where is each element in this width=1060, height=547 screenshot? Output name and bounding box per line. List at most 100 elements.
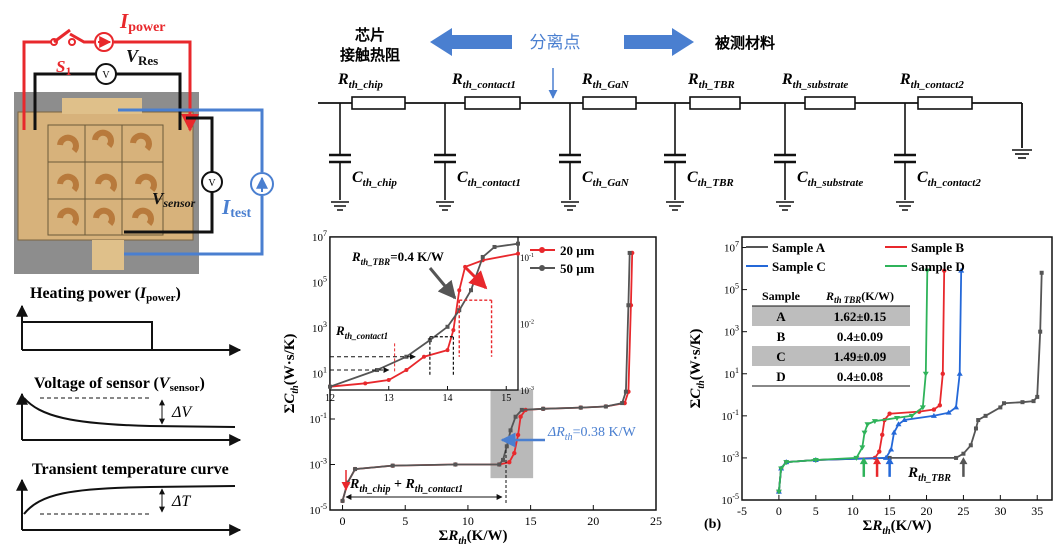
data-point (623, 389, 628, 394)
delta-r-label: ΔRth=0.38 K/W (547, 425, 636, 443)
data-point (922, 371, 929, 377)
circuit-wires (22, 32, 264, 256)
legend-label-1: Sample B (911, 240, 964, 255)
y-tick-label: 10-5 (309, 502, 327, 517)
delta-t-label: ΔT (171, 493, 191, 510)
inset-point (469, 288, 473, 293)
data-point (515, 432, 521, 438)
x-tick-label: 10 (847, 504, 859, 518)
x-tick-label: 20 (921, 504, 933, 518)
y-tick-label: 101 (312, 366, 327, 381)
y-tick-label: 103 (312, 320, 327, 335)
x-tick-label: 0 (776, 504, 782, 518)
data-point (894, 415, 900, 421)
inset-arrow-red (464, 266, 488, 290)
resistor-1 (464, 96, 521, 110)
data-point (956, 370, 963, 376)
inset-point (375, 368, 379, 373)
x-tick-label: 5 (813, 504, 819, 518)
data-point (1002, 401, 1007, 406)
data-point (908, 413, 915, 419)
data-point (620, 401, 625, 406)
capacitor-label-4: Cth_substrate (797, 169, 863, 189)
data-point (1020, 400, 1025, 405)
data-point (507, 460, 512, 465)
chip-photo (14, 92, 199, 274)
data-point (340, 498, 345, 503)
data-point (976, 418, 981, 423)
inset-arrow-gray (428, 267, 457, 300)
inset-tbr-bracket-red (458, 299, 493, 357)
y-tick-label: 105 (724, 282, 739, 297)
resistor-label-5: Rth_contact2 (899, 71, 964, 91)
data-point (954, 455, 959, 460)
x-tick-label: 25 (957, 504, 969, 518)
inset-point (427, 338, 432, 343)
x-tick-label: 25 (650, 514, 662, 528)
resistor-label-0: Rth_chip (337, 71, 383, 91)
table-row-shade (752, 306, 910, 326)
y-axis-label: ΣCth(W·s/K) (688, 329, 707, 409)
data-point (973, 426, 978, 431)
data-point (924, 268, 931, 274)
inset-point (363, 381, 368, 386)
resistor-label-1: Rth_contact1 (451, 71, 516, 91)
legend-marker (539, 247, 545, 253)
data-point (961, 451, 966, 456)
resistor-2 (582, 96, 637, 110)
data-point (353, 467, 358, 472)
data-point (877, 449, 882, 454)
x-axis-label: ΣRth(K/W) (439, 528, 508, 547)
resistor-label-2: Rth_GaN (581, 71, 630, 91)
legend-label-1: 50 μm (560, 261, 595, 276)
inset-tbr-bracket-black (429, 336, 454, 377)
data-point (390, 463, 395, 468)
inset-tbr-label: Rth_TBR=0.4 K/W (351, 249, 444, 267)
capacitor-label-1: Cth_contact1 (457, 169, 521, 189)
waveform-temperature: Transient temperature curve ΔT (16, 461, 242, 536)
rc-ladder: Rth_chipCth_chipRth_contact1Cth_contact1… (318, 71, 1032, 211)
x-tick-label: -5 (737, 504, 747, 518)
data-point (512, 450, 517, 456)
material-label: 被测材料 (715, 34, 775, 52)
data-point (937, 403, 943, 408)
label-s1: S1 (56, 57, 71, 78)
inset-point (451, 328, 456, 333)
data-point (930, 412, 937, 418)
ladder-header: 芯片 接触热阻 分离点 被测材料 (340, 26, 775, 99)
inset-x-tick-label: 15 (501, 393, 511, 404)
data-point (968, 443, 973, 448)
inset-contact-label: Rth_contact1 (335, 323, 388, 341)
resistor-4 (804, 96, 856, 110)
y-tick-label: 107 (724, 240, 739, 255)
inset-point (457, 288, 462, 293)
waveform-title-temperature: Transient temperature curve (32, 461, 229, 478)
voltmeter-res-glyph: V (102, 70, 110, 81)
data-point (864, 422, 871, 428)
step-arrow-head-3 (959, 457, 968, 465)
y-tick-label: 107 (312, 229, 327, 244)
table-cell: 1.49±0.09 (834, 349, 887, 364)
inset-x-tick-label: 12 (325, 393, 335, 404)
y-tick-label: 103 (724, 324, 739, 339)
inset-y-tick-label: 10-1 (520, 253, 534, 263)
y-tick-label: 10-1 (721, 408, 739, 423)
data-point (1039, 270, 1044, 275)
inset-point (404, 354, 409, 359)
inset-point (445, 348, 450, 353)
data-point (940, 371, 945, 376)
sum-label: Rth_chip + Rth_contact1 (349, 477, 463, 495)
series-line-3 (778, 270, 929, 492)
inset-point (457, 308, 462, 313)
waveform-title-power: Heating power (Ipower) (30, 285, 181, 304)
legend-label-2: Sample C (772, 259, 826, 274)
x-axis-label: ΣRth(K/W) (863, 518, 932, 537)
label-v-sensor: Vsensor (152, 189, 196, 210)
table-row-shade (752, 346, 910, 366)
inset-point (445, 324, 450, 329)
current-source-power (94, 32, 114, 52)
legend-label-0: 20 μm (560, 243, 595, 258)
waveform-heating-power: Heating power (Ipower) (16, 285, 242, 356)
inset-point (492, 244, 497, 249)
